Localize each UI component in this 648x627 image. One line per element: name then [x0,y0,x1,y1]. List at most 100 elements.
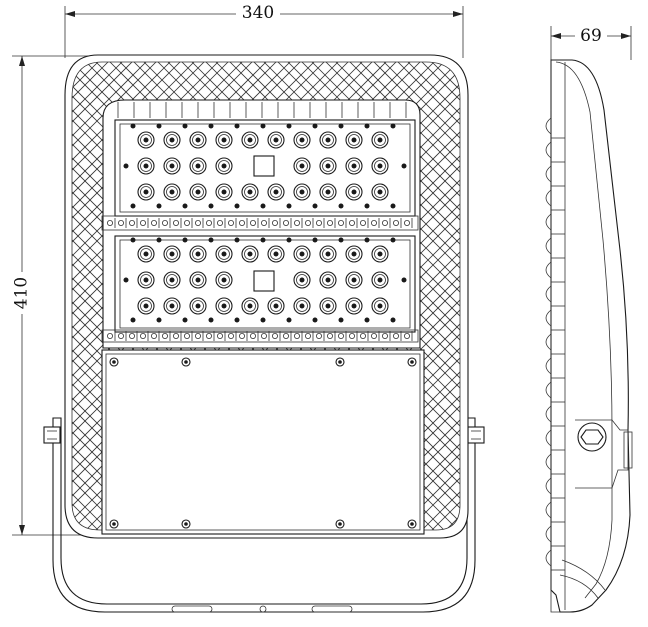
side-pivot-bolt [577,422,607,452]
led-module-1 [114,119,416,217]
bracket-pivot-left [43,426,61,444]
led-lens-m2-r1-c9 [345,245,363,263]
terminal-strip-1 [101,215,419,231]
led-lens-m2-r3-c5 [241,297,259,315]
led-lens-m1-r1-c5 [241,131,259,149]
led-lens-m1-r1-c10 [371,131,389,149]
module-screw [260,203,266,209]
led-lens-m2-r1-c6 [267,245,285,263]
driver-screw [335,519,345,529]
led-lens-m2-r1-c1 [137,245,155,263]
module-screw [156,123,162,129]
module-2-center-square [253,270,275,292]
led-lens-m2-r1-c2 [163,245,181,263]
bracket-slot-right [311,605,353,613]
led-lens-m2-r3-c3 [189,297,207,315]
led-lens-m2-r3-c10 [371,297,389,315]
module-screw [234,317,240,323]
driver-screw [335,357,345,367]
module-1-center-square [253,155,275,177]
driver-screw [109,519,119,529]
module-screw [312,123,318,129]
led-lens-m2-r2-c8 [319,271,337,289]
driver-screw [407,519,417,529]
led-lens-m2-r3-c7 [293,297,311,315]
led-lens-m1-r2-c8 [319,157,337,175]
led-lens-m1-r3-c6 [267,183,285,201]
module-screw [286,317,292,323]
led-lens-m1-r2-c4 [215,157,233,175]
led-lens-m2-r3-c9 [345,297,363,315]
led-lens-m1-r1-c6 [267,131,285,149]
side-housing-outline [550,59,631,613]
module-screw [338,237,344,243]
led-lens-m2-r2-c9 [345,271,363,289]
module-screw [234,123,240,129]
led-lens-m1-r3-c5 [241,183,259,201]
module-screw [156,317,162,323]
led-lens-m1-r2-c2 [163,157,181,175]
bracket-center-hole [259,605,267,613]
module-screw [390,237,396,243]
module-screw [364,237,370,243]
module-screw [260,317,266,323]
led-lens-m1-r3-c10 [371,183,389,201]
module-screw [286,237,292,243]
bracket-slot-left [171,605,213,613]
module-screw [312,203,318,209]
module-screw [364,317,370,323]
module-screw [390,317,396,323]
led-lens-m2-r1-c3 [189,245,207,263]
led-lens-m1-r1-c7 [293,131,311,149]
module-screw [182,203,188,209]
led-lens-m1-r3-c9 [345,183,363,201]
module-screw [286,123,292,129]
led-lens-m1-r1-c8 [319,131,337,149]
led-lens-m1-r3-c3 [189,183,207,201]
module-screw [156,203,162,209]
led-lens-m2-r1-c7 [293,245,311,263]
module-screw [312,317,318,323]
front-view [43,54,485,613]
led-lens-m1-r1-c2 [163,131,181,149]
module-screw [208,123,214,129]
led-lens-m2-r3-c8 [319,297,337,315]
led-lens-m2-r2-c7 [293,271,311,289]
depth-label: 69 [580,26,602,46]
led-lens-m1-r2-c7 [293,157,311,175]
module-screw [130,123,136,129]
led-lens-m1-r3-c1 [137,183,155,201]
module-screw [182,317,188,323]
module-screw [208,203,214,209]
driver-box [101,349,425,535]
module-screw [130,203,136,209]
module-screw [234,237,240,243]
module-screw [208,237,214,243]
led-lens-m1-r1-c1 [137,131,155,149]
led-lens-m2-r1-c10 [371,245,389,263]
led-lens-m1-r2-c10 [371,157,389,175]
module-screw [312,237,318,243]
module-screw [260,123,266,129]
module-screw [156,237,162,243]
led-lens-m2-r3-c1 [137,297,155,315]
led-lens-m1-r1-c9 [345,131,363,149]
module-screw [390,123,396,129]
module-screw [338,317,344,323]
led-module-2 [114,235,416,333]
module-screw [208,317,214,323]
led-lens-m2-r3-c4 [215,297,233,315]
side-led-profile [545,117,565,571]
terminal-strip-2 [101,329,419,343]
module-screw [260,237,266,243]
module-screw [390,203,396,209]
module-screw [182,237,188,243]
driver-screw [407,357,417,367]
module-screw [364,123,370,129]
led-lens-m1-r3-c7 [293,183,311,201]
led-lens-m2-r2-c4 [215,271,233,289]
side-view [545,59,633,613]
module-screw [286,203,292,209]
module-screw [130,237,136,243]
